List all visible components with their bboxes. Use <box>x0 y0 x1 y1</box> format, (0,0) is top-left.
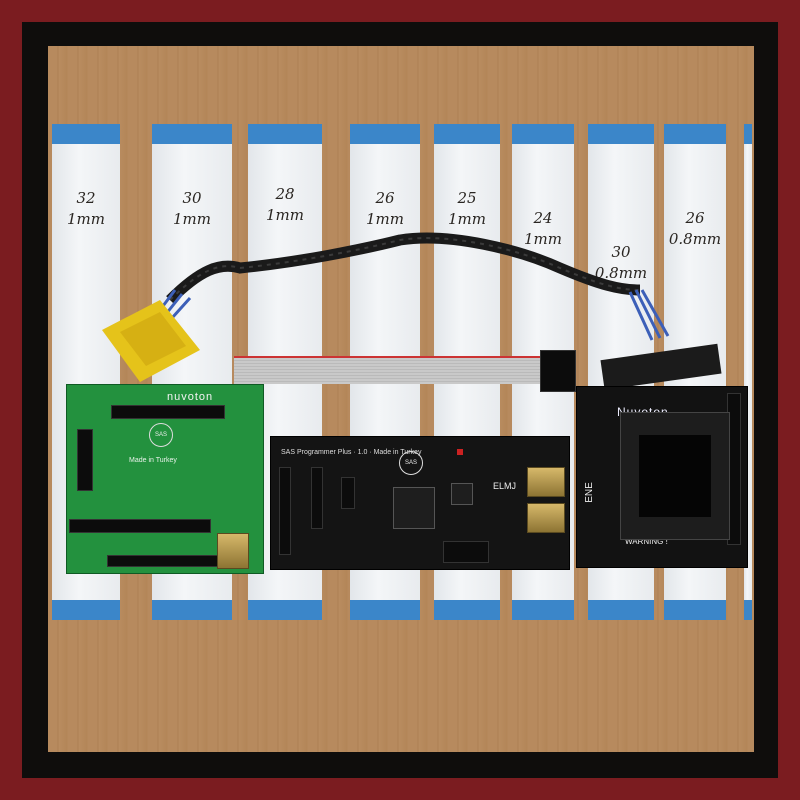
ribbon-connector <box>540 350 576 392</box>
cable-label-pitch: 1mm <box>173 210 211 228</box>
cable-label-pitch: 0.8mm <box>594 264 648 282</box>
cable-label-pitch: 1mm <box>266 206 304 224</box>
ffc-cable-edge <box>744 124 752 620</box>
cable-label-pitch: 1mm <box>67 210 105 228</box>
sas-logo: SAS <box>149 423 173 447</box>
hdmi-port <box>217 533 249 569</box>
cable-label-pitch: 0.8mm <box>668 230 722 248</box>
cable-label-size: 28 <box>275 185 295 203</box>
board-brand: nuvoton <box>167 391 214 403</box>
cable-label-size: 32 <box>76 189 96 207</box>
cable-label-size: 25 <box>457 189 477 207</box>
green-adapter-board: nuvoton SAS Made in Turkey <box>66 384 264 574</box>
programmer-board: SAS Programmer Plus · 1.0 · Made in Turk… <box>270 436 570 570</box>
zif-socket <box>620 412 730 540</box>
side-label: ENE <box>583 482 595 503</box>
cable-label-size: 30 <box>182 189 202 207</box>
cable-label-size: 30 <box>611 243 631 261</box>
cable-label-size: 26 <box>685 209 705 227</box>
microcontroller-chip <box>393 487 435 529</box>
chip-label: ELMJ <box>493 481 517 491</box>
warning-text: WARNING ! <box>625 537 668 546</box>
cable-label-pitch: 1mm <box>448 210 486 228</box>
sas-logo: SAS <box>399 451 423 475</box>
ribbon-cable <box>234 356 540 384</box>
hdmi-port-bottom <box>527 503 565 533</box>
cable-label-pitch: 1mm <box>524 230 562 248</box>
board-silk-text: Made in Turkey <box>129 457 177 464</box>
hdmi-port-top <box>527 467 565 497</box>
board-title: SAS Programmer Plus · 1.0 · Made in Turk… <box>281 449 422 456</box>
reset-button <box>457 449 463 455</box>
cable-label-size: 26 <box>375 189 395 207</box>
cable-label-size: 24 <box>533 209 553 227</box>
cable-label-pitch: 1mm <box>366 210 404 228</box>
